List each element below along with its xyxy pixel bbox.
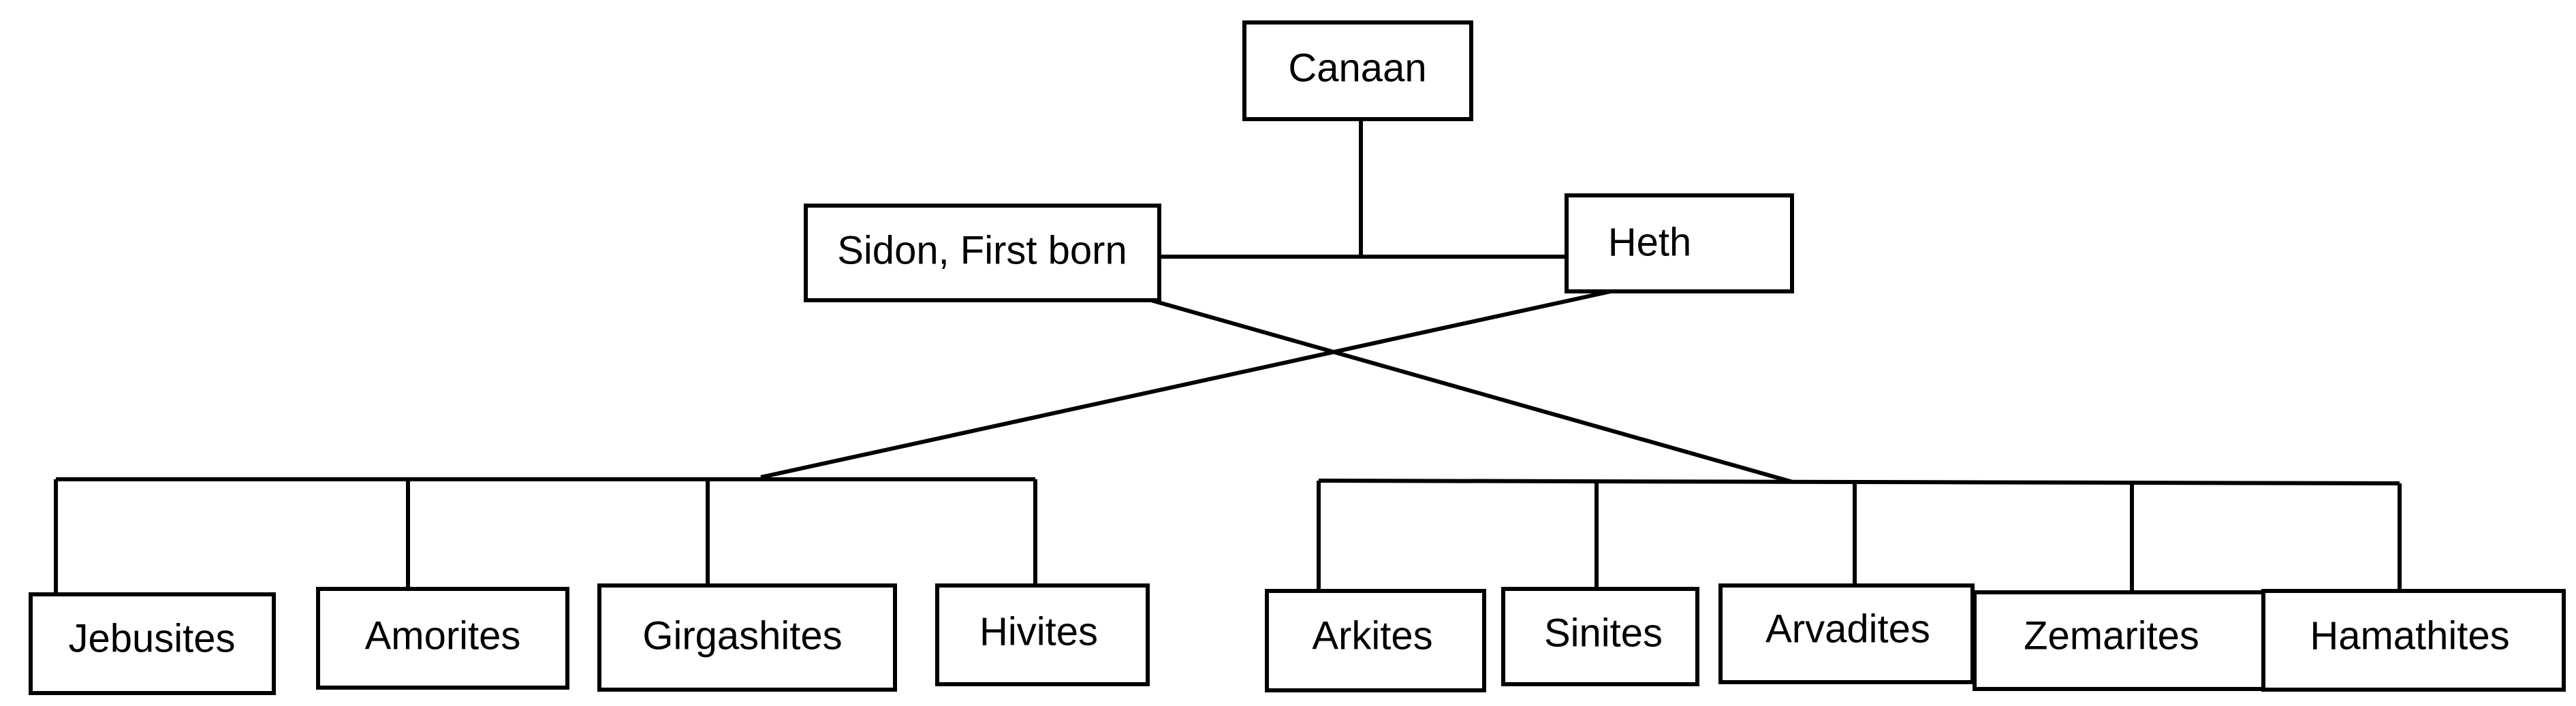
node-label: Girgashites — [642, 613, 842, 658]
node-zemarites: Zemarites — [1973, 590, 2265, 691]
node-canaan: Canaan — [1242, 20, 1473, 121]
node-label: Sinites — [1544, 611, 1663, 655]
node-sidon: Sidon, First born — [804, 204, 1161, 302]
node-label: Jebusites — [68, 616, 235, 660]
node-label: Arvadites — [1765, 607, 1930, 651]
edge-sidon-to-right-group — [1150, 298, 1793, 484]
node-label: Hivites — [979, 609, 1098, 654]
connectors — [54, 119, 2402, 594]
node-heth: Heth — [1565, 193, 1794, 293]
node-label: Arkites — [1312, 613, 1432, 658]
node-sinites: Sinites — [1501, 587, 1699, 686]
node-label: Amorites — [365, 613, 521, 658]
node-hamathites: Hamathites — [2261, 589, 2566, 692]
edge-heth-to-left-group — [760, 289, 1612, 479]
node-label: Heth — [1608, 220, 1692, 264]
node-label: Canaan — [1288, 46, 1426, 90]
node-jebusites: Jebusites — [29, 592, 276, 695]
node-label: Zemarites — [2024, 613, 2199, 658]
node-amorites: Amorites — [316, 587, 569, 690]
node-label: Sidon, First born — [837, 228, 1127, 272]
node-girgashites: Girgashites — [597, 583, 897, 692]
node-arvadites: Arvadites — [1718, 583, 1975, 684]
node-hivites: Hivites — [935, 583, 1150, 686]
node-arkites: Arkites — [1265, 589, 1486, 692]
right-group-bar — [1318, 479, 2400, 485]
node-label: Hamathites — [2310, 613, 2509, 658]
